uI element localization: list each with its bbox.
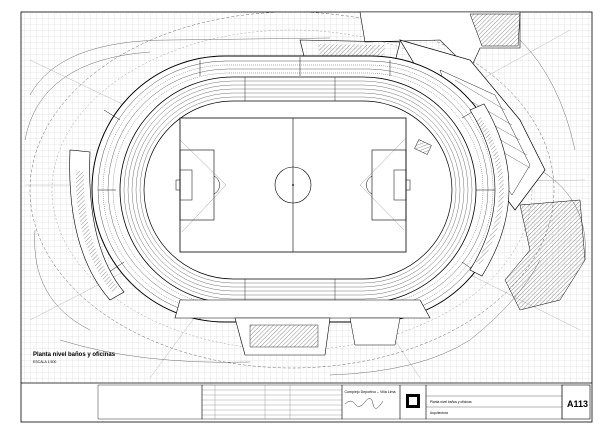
title-block-project-name: Complejo Deportivo – Villa Lima	[344, 390, 395, 394]
architect-signature	[344, 398, 384, 409]
east-scoreboard	[414, 139, 432, 155]
firm-logo-icon	[406, 394, 420, 408]
east-stand-building	[469, 103, 510, 277]
title-block-drawing-type: Arquitectura	[430, 411, 448, 415]
plan-scale: ESCALA 1:500	[33, 360, 57, 364]
sheet-number: A113	[567, 399, 589, 409]
plan-title: Planta nivel baños y oficinas	[33, 352, 116, 358]
terrain-fill-southeast	[504, 199, 586, 311]
throwing-sector-lines	[179, 137, 407, 233]
outer-setout-ellipse	[29, 11, 555, 369]
title-block	[21, 382, 592, 420]
left-penalty-arc	[213, 175, 220, 195]
running-track-lanes	[123, 80, 473, 300]
right-goal	[405, 179, 411, 191]
title-block-sheet-description: Planta nivel baños y oficinas	[430, 400, 472, 404]
right-penalty-arc	[366, 175, 373, 195]
center-spot	[292, 184, 294, 186]
south-stand-building	[174, 299, 431, 356]
west-stand-hatch	[75, 170, 118, 292]
sprint-lane-ticks	[244, 77, 336, 303]
left-goal	[175, 179, 181, 191]
center-circle	[274, 166, 312, 204]
east-stand-hatch	[476, 116, 504, 265]
football-pitch	[175, 117, 411, 253]
